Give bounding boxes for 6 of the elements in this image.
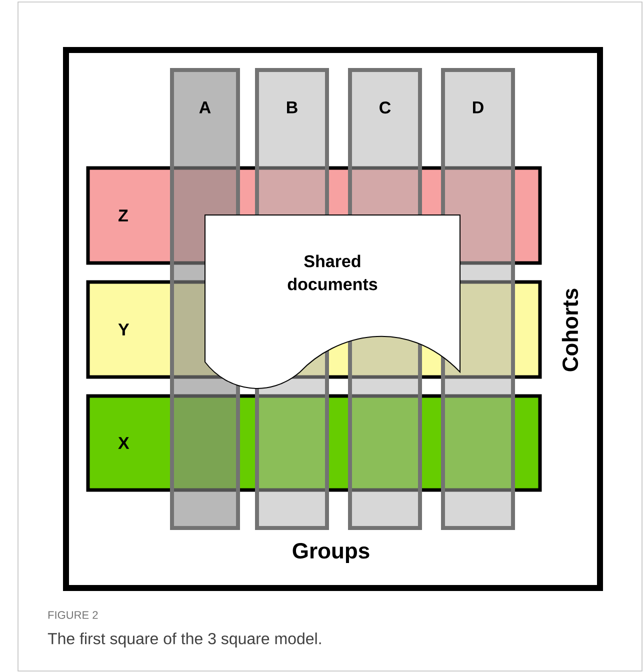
figure-label: FIGURE 2	[48, 611, 98, 619]
column-bar: D	[441, 68, 515, 530]
axis-label: Cohorts	[562, 288, 578, 372]
axis-label: Groups	[292, 543, 370, 563]
caption: The first square of the 3 square model.	[48, 632, 321, 648]
row-bar: X	[86, 394, 542, 492]
